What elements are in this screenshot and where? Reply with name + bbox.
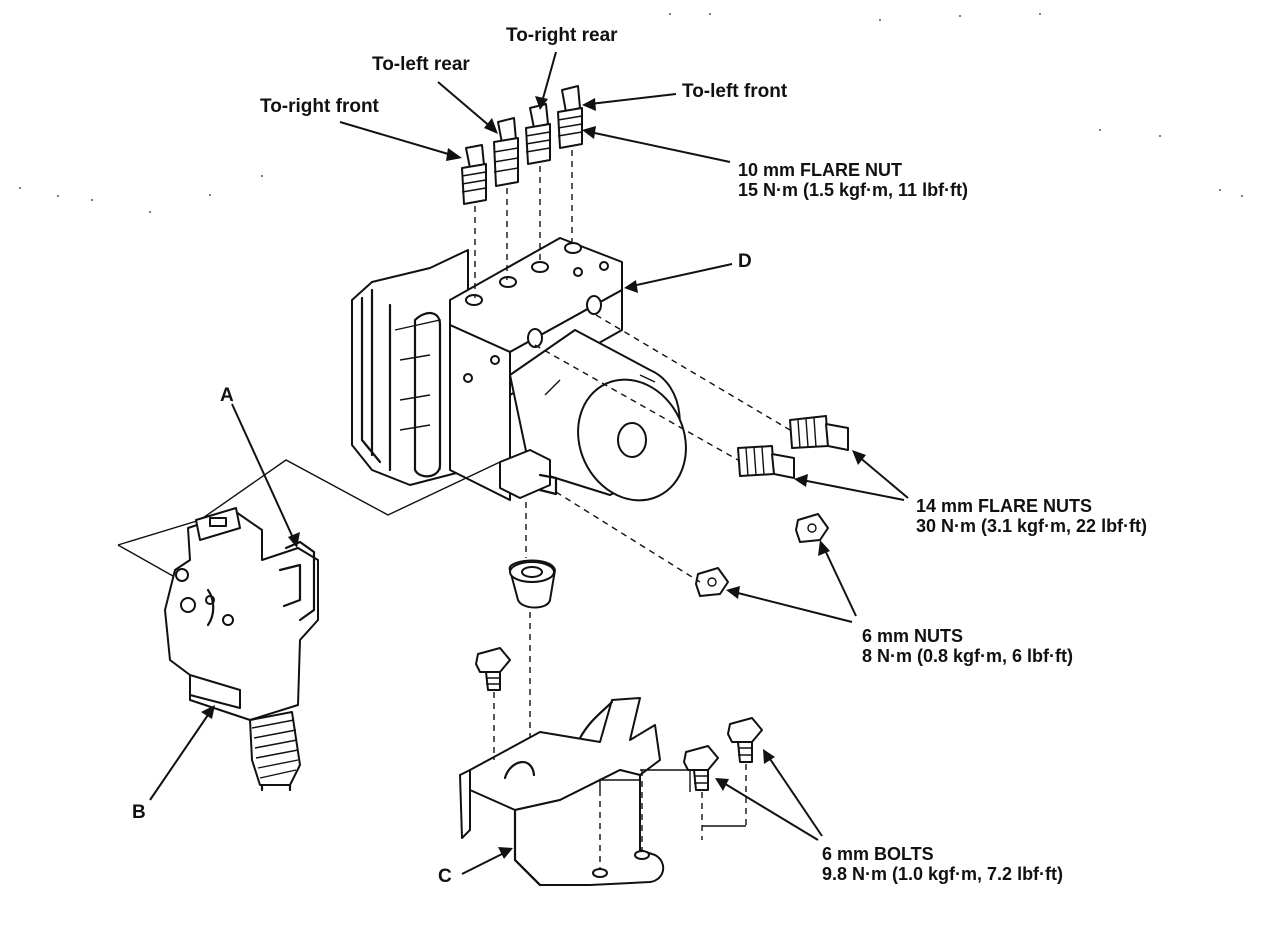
spec-6mm-nuts-name: 6 mm NUTS bbox=[862, 626, 964, 646]
bolt-left bbox=[475, 647, 511, 760]
spec-14mm-flare-nuts: 14 mm FLARE NUTS 30 N·m (3.1 kgf·m, 22 l… bbox=[916, 496, 1147, 536]
nuts-6mm bbox=[555, 491, 829, 597]
spec-6mm-bolts-name: 6 mm BOLTS bbox=[822, 844, 934, 864]
flare-nut-lower bbox=[534, 344, 795, 479]
spec-10mm-flare-nut-torque: 15 N·m (1.5 kgf·m, 11 lbf·ft) bbox=[738, 180, 969, 200]
bolts-6mm bbox=[475, 647, 763, 840]
abs-modulator-unit bbox=[351, 237, 687, 502]
fitting-left-front bbox=[557, 85, 583, 245]
leader-arrows bbox=[149, 51, 909, 875]
spec-10mm-flare-nut: 10 mm FLARE NUT 15 N·m (1.5 kgf·m, 11 lb… bbox=[738, 160, 968, 200]
label-to-left-rear: To-left rear bbox=[372, 54, 470, 75]
label-part-d: D bbox=[738, 251, 752, 272]
spec-6mm-nuts-torque: 8 N·m (0.8 kgf·m, 6 lbf·ft) bbox=[862, 646, 1074, 666]
bolt-middle bbox=[683, 745, 719, 840]
flare-nuts-14mm bbox=[534, 314, 849, 479]
spec-6mm-nuts: 6 mm NUTS 8 N·m (0.8 kgf·m, 6 lbf·ft) bbox=[862, 626, 1073, 666]
fitting-left-rear bbox=[493, 117, 519, 280]
flare-nut-upper bbox=[595, 314, 849, 451]
spec-6mm-bolts: 6 mm BOLTS 9.8 N·m (1.0 kgf·m, 7.2 lbf·f… bbox=[822, 844, 1063, 884]
label-to-right-rear: To-right rear bbox=[506, 25, 618, 46]
label-part-a: A bbox=[220, 385, 234, 406]
label-part-c: C bbox=[438, 866, 452, 887]
label-to-right-front: To-right front bbox=[260, 96, 379, 117]
fitting-right-rear bbox=[525, 103, 551, 265]
spec-14mm-flare-nuts-name: 14 mm FLARE NUTS bbox=[916, 496, 1093, 516]
fitting-right-front bbox=[461, 144, 487, 298]
harness-connector bbox=[117, 459, 501, 792]
spec-6mm-bolts-torque: 9.8 N·m (1.0 kgf·m, 7.2 lbf·ft) bbox=[822, 864, 1064, 884]
spec-10mm-flare-nut-name: 10 mm FLARE NUT bbox=[738, 160, 903, 180]
rubber-grommet bbox=[508, 502, 556, 740]
scan-speckles bbox=[19, 13, 1243, 213]
label-to-left-front: To-left front bbox=[682, 81, 788, 102]
mounting-bracket bbox=[459, 697, 665, 887]
bolt-right bbox=[727, 717, 763, 826]
label-part-b: B bbox=[132, 802, 146, 823]
spec-14mm-flare-nuts-torque: 30 N·m (3.1 kgf·m, 22 lbf·ft) bbox=[916, 516, 1148, 536]
